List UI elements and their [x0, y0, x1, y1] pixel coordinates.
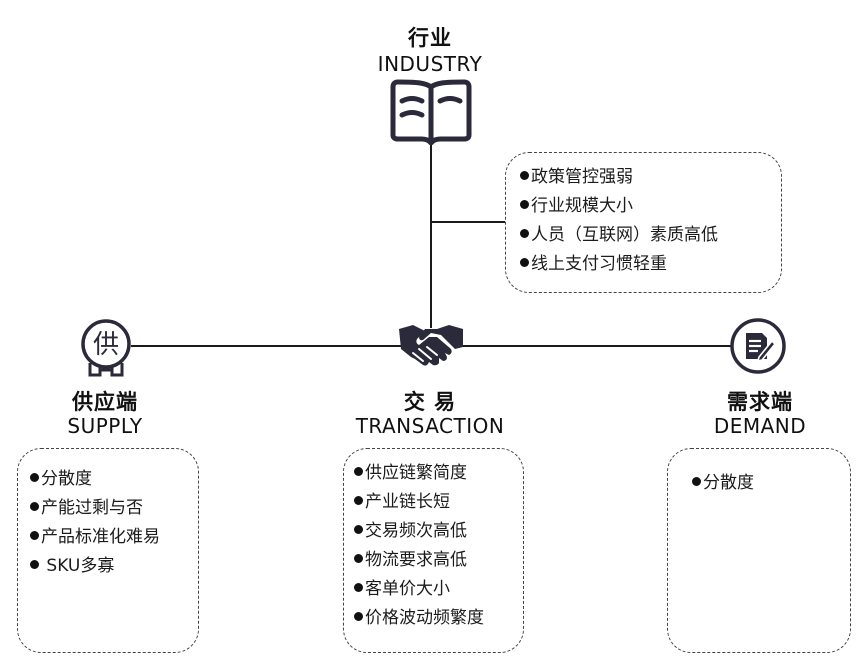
- transaction-title-en: TRANSACTION: [355, 414, 505, 438]
- bullet-icon: [692, 477, 701, 486]
- transaction-factor-item: 价格波动频繁度: [354, 604, 523, 633]
- industry-title-cn: 行业: [408, 26, 452, 50]
- bullet-icon: [354, 554, 363, 563]
- transaction-to-demand-connector: [460, 345, 732, 347]
- bullet-icon: [520, 258, 529, 267]
- supply-factor-item: 产能过剩与否: [30, 494, 198, 523]
- supply-title-en: SUPPLY: [67, 414, 143, 438]
- supply-to-transaction-connector: [131, 345, 406, 347]
- bullet-icon: [30, 502, 39, 511]
- transaction-title-cn: 交 易: [403, 390, 457, 414]
- transaction-factors-box: 供应链繁简度 产业链长短 交易频次高低 物流要求高低 客单价大小 价格波动频繁度: [343, 448, 524, 653]
- industry-factor-item: 线上支付习惯轻重: [520, 250, 781, 279]
- demand-factor-item: 分散度: [692, 469, 850, 498]
- bullet-icon: [354, 612, 363, 621]
- transaction-factor-item: 交易频次高低: [354, 517, 523, 546]
- industry-factor-item: 人员（互联网）素质高低: [520, 221, 781, 250]
- bullet-icon: [520, 200, 529, 209]
- supply-badge-icon: 供: [78, 318, 134, 384]
- industry-title-en: INDUSTRY: [377, 52, 483, 76]
- bullet-icon: [354, 583, 363, 592]
- demand-title-en: DEMAND: [713, 414, 807, 438]
- demand-factors-box: 分散度: [667, 448, 851, 653]
- transaction-factor-item: 物流要求高低: [354, 546, 523, 575]
- bullet-icon: [520, 229, 529, 238]
- bullet-icon: [520, 171, 529, 180]
- document-edit-icon: [729, 317, 787, 375]
- bullet-icon: [354, 496, 363, 505]
- handshake-icon: [399, 323, 463, 369]
- supply-factor-item: SKU多寡: [30, 552, 198, 581]
- supply-title-cn: 供应端: [72, 390, 138, 414]
- supply-factors-box: 分散度 产能过剩与否 产品标准化难易 SKU多寡: [17, 448, 199, 653]
- bullet-icon: [30, 560, 39, 569]
- transaction-factor-item: 供应链繁简度: [354, 459, 523, 488]
- bullet-icon: [354, 467, 363, 476]
- industry-to-transaction-connector: [430, 143, 432, 328]
- bullet-icon: [354, 525, 363, 534]
- industry-factor-item: 政策管控强弱: [520, 163, 781, 192]
- transaction-factor-item: 产业链长短: [354, 488, 523, 517]
- open-book-icon: [388, 79, 474, 145]
- industry-factor-item: 行业规模大小: [520, 192, 781, 221]
- industry-factors-box: 政策管控强弱 行业规模大小 人员（互联网）素质高低 线上支付习惯轻重: [505, 152, 782, 293]
- supply-factor-item: 分散度: [30, 465, 198, 494]
- transaction-factor-item: 客单价大小: [354, 575, 523, 604]
- bullet-icon: [30, 531, 39, 540]
- supply-factor-item: 产品标准化难易: [30, 523, 198, 552]
- demand-title-cn: 需求端: [727, 390, 793, 414]
- industry-factors-connector: [431, 221, 505, 223]
- svg-text:供: 供: [93, 330, 119, 360]
- bullet-icon: [30, 473, 39, 482]
